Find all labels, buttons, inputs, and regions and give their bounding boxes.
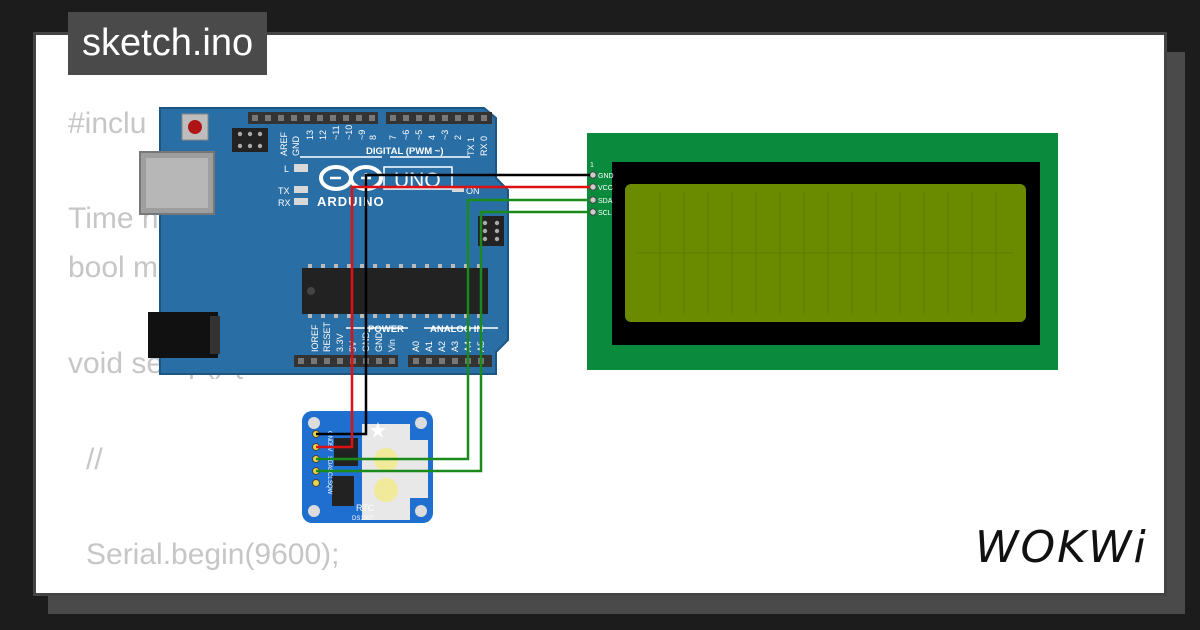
pin-label: ~3 bbox=[440, 130, 450, 140]
pin-label: A2 bbox=[437, 341, 447, 352]
star-icon bbox=[370, 422, 386, 438]
rtc-label: RTC bbox=[356, 503, 375, 513]
rtc-pin-label: SQW bbox=[326, 480, 332, 495]
pin-label: A0 bbox=[411, 341, 421, 352]
code-line: Serial.begin(9600); bbox=[86, 538, 340, 571]
rtc-chip bbox=[334, 438, 358, 466]
power-header-label: POWER bbox=[368, 324, 404, 335]
pin-label: ~11 bbox=[331, 125, 341, 140]
rtc-pin-label: SDA bbox=[326, 456, 332, 468]
icsp-header bbox=[232, 128, 268, 152]
pin-label: ~5 bbox=[414, 130, 424, 140]
file-name-tag: sketch.ino bbox=[68, 12, 268, 75]
wire-scl[interactable] bbox=[316, 210, 590, 473]
wire-vcc[interactable] bbox=[316, 185, 590, 449]
icsp-header-2 bbox=[478, 216, 504, 246]
led-tx-label: TX bbox=[278, 186, 290, 196]
pin-label: 12 bbox=[318, 130, 328, 140]
led-rx bbox=[294, 198, 308, 205]
arduino-model: UNO bbox=[394, 169, 441, 192]
led-on-label: ON bbox=[466, 186, 480, 196]
code-line: bool m bbox=[68, 251, 159, 284]
lcd-pin-number: 1 bbox=[590, 162, 594, 169]
digital-header-right bbox=[386, 112, 492, 124]
wire-sda[interactable] bbox=[316, 198, 590, 461]
pin-label: 4 bbox=[427, 135, 437, 140]
pin-label: GND bbox=[374, 332, 384, 353]
pin-label: GND bbox=[291, 136, 301, 157]
rtc-crystal bbox=[332, 476, 354, 506]
rtc-module[interactable]: GND 5V SDA SCL SQW RTC DS1307 bbox=[302, 411, 433, 523]
pin-label: 13 bbox=[305, 130, 315, 140]
wires bbox=[316, 173, 590, 473]
led-l bbox=[294, 164, 308, 172]
lcd-pin-label: VCC bbox=[598, 185, 613, 192]
pin-label: A3 bbox=[450, 341, 460, 352]
code-line: // bbox=[86, 443, 103, 476]
atmega-chip bbox=[302, 264, 488, 318]
power-jack bbox=[148, 312, 218, 358]
power-header bbox=[294, 355, 398, 367]
led-l-label: L bbox=[284, 164, 289, 174]
lcd-pin-label: GND bbox=[598, 173, 614, 180]
led-rx-label: RX bbox=[278, 198, 291, 208]
led-tx bbox=[294, 186, 308, 193]
analog-header-label: ANALOG IN bbox=[430, 324, 483, 335]
pin-label: TX 1 bbox=[466, 137, 476, 156]
pin-label: ~9 bbox=[357, 130, 367, 140]
led-on bbox=[452, 186, 464, 192]
pin-label: A1 bbox=[424, 341, 434, 352]
pin-label: RX 0 bbox=[479, 136, 489, 156]
pin-label: 7 bbox=[388, 135, 398, 140]
code-line: #inclu bbox=[68, 107, 147, 140]
lcd-pin-label: SDA bbox=[598, 198, 613, 205]
rtc-pin-label: SCL bbox=[326, 468, 332, 480]
pin-label: RESET bbox=[322, 321, 332, 352]
pin-label: IOREF bbox=[310, 324, 320, 352]
wokwi-logo: WOKWi bbox=[975, 522, 1148, 573]
lcd-pin-label: SCL bbox=[598, 210, 612, 217]
arduino-uno-board[interactable]: AREF GND 13 12 ~11 ~10 ~9 8 7 ~6 ~5 4 ~3… bbox=[139, 107, 509, 375]
pin-label: ~6 bbox=[401, 130, 411, 140]
pin-label: 3.3V bbox=[335, 333, 345, 352]
wire-gnd[interactable] bbox=[316, 173, 590, 436]
rtc-pin-label: GND bbox=[326, 431, 332, 445]
pin-label: ~10 bbox=[344, 125, 354, 140]
lcd-display[interactable]: 1 GND VCC SDA SCL bbox=[587, 133, 1058, 370]
lcd-character-grid bbox=[637, 192, 1014, 314]
pin-label: 2 bbox=[453, 135, 463, 140]
pin-label: AREF bbox=[279, 131, 289, 156]
digital-header-label: DIGITAL (PWM ~) bbox=[366, 146, 444, 157]
rtc-chip-label: DS1307 bbox=[352, 516, 374, 522]
pin-label: Vin bbox=[387, 339, 397, 352]
pin-label: 8 bbox=[368, 135, 378, 140]
